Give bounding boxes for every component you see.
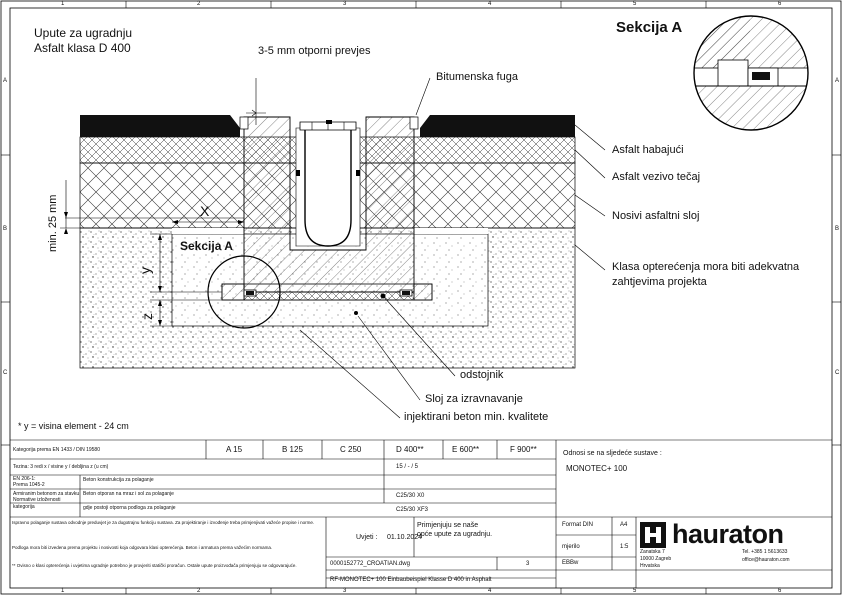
hauraton-logo-mark: [640, 522, 666, 548]
col-label: 4: [488, 588, 492, 594]
title-line-2: Asfalt klasa D 400: [34, 41, 131, 55]
col-label: 6: [778, 588, 782, 594]
drain-liner: [304, 130, 352, 247]
row3b-label: Normative izloženosti: [13, 497, 61, 503]
row2b-label: Prema 1045-2: [13, 482, 45, 488]
row-label: B: [835, 226, 840, 232]
row-label: A: [3, 78, 8, 84]
drawing-number: 0000152772_CROATIAN.dwg: [330, 561, 410, 567]
section-a-label: Sekcija A: [180, 239, 233, 253]
part-title: RF-MONOTEC+ 100 Einbaubeispiel Klasse D …: [330, 577, 492, 583]
general-note-2: opće upute za ugradnju.: [417, 531, 493, 538]
dim-x-label: X: [200, 203, 210, 219]
row3a-label: Armiranim betonom za stavku: [13, 491, 80, 497]
dim-y-label: y: [137, 267, 153, 274]
col-label: 4: [488, 1, 492, 7]
scale-value: 1:5: [620, 544, 629, 550]
state-label: Uvjeti :: [356, 534, 378, 541]
row2-value: C25/30 X0: [396, 493, 425, 499]
surface-asphalt-right: [420, 115, 575, 137]
row-label: C: [3, 370, 8, 376]
callout-binder-asphalt: Asfalt vezivo tečaj: [612, 171, 701, 183]
class-cell: F 900**: [510, 445, 537, 454]
col-label: 5: [633, 588, 637, 594]
callout-load-class-2: zahtjevima projekta: [612, 276, 707, 288]
row3-value: C25/30 XF3: [396, 507, 429, 513]
row2a-label: EN 206-1:: [13, 476, 36, 482]
callout-concrete: injektirani beton min. kvalitete: [404, 411, 549, 423]
phone: Tel. +385 1 5613633: [742, 549, 788, 555]
title-line-1: Upute za ugradnju: [34, 26, 133, 40]
surface-asphalt-left: [80, 115, 240, 137]
overhang-label: 3-5 mm otporni prevjes: [258, 45, 371, 57]
row3c-label: kategorija: [13, 504, 35, 510]
callout-load-class-1: Klasa opterećenja mora biti adekvatna: [612, 261, 800, 273]
row4-desc: gdje postoji otporna podloga za polaganj…: [83, 505, 176, 511]
class-cell: B 125: [282, 445, 303, 454]
class-cell: D 400**: [396, 445, 424, 454]
note-1: Ispravno polaganje sustava odvodnje pred…: [12, 520, 315, 525]
callout-base-asphalt: Nosivi asfaltni sloj: [612, 210, 700, 222]
class-cell: C 250: [340, 445, 362, 454]
class-cell: A 15: [226, 445, 243, 454]
section-a-detail: [693, 15, 809, 131]
refs-title: Odnosi se na sljedeće sustave :: [563, 450, 662, 457]
dim-z-label: z: [139, 313, 155, 320]
footnote: * y = visina element - 24 cm: [18, 421, 129, 431]
revision-index: 3: [526, 561, 530, 567]
address-3: Hrvatska: [640, 563, 660, 569]
col-label: 3: [343, 588, 347, 594]
general-note-1: Primjenjuju se naše: [417, 522, 479, 529]
row-label: A: [835, 78, 840, 84]
row1-label: Tezina: 3 redi x / visine y / debljina z…: [13, 464, 109, 470]
callout-spacer: odstojnik: [460, 369, 504, 381]
col-label: 2: [197, 1, 201, 7]
col-label: 2: [197, 588, 201, 594]
table-header-label: Kategorija prema EN 1433 / DIN 19580: [13, 447, 100, 453]
row-label: C: [835, 370, 840, 376]
row2-desc: Beton konstrukcija za polaganje: [83, 477, 154, 483]
levelling-layer: [243, 291, 415, 301]
class-cell: E 600**: [452, 445, 480, 454]
row-label: B: [3, 226, 8, 232]
row3-desc: Beton otporan na mraz i sol za polaganje: [83, 491, 174, 497]
col-label: 3: [343, 1, 347, 7]
format-label: Format DIN: [562, 522, 594, 528]
row1-value: 15 / - / 5: [396, 464, 419, 470]
min-dimension-label: min. 25 mm: [47, 194, 59, 252]
col-label: 1: [61, 588, 65, 594]
note-3: ** Ovisno o klasi opterećenja i uvjetima…: [12, 563, 297, 568]
drawn-by: EBBw: [562, 560, 579, 566]
callout-surface-asphalt: Asfalt habajući: [612, 144, 684, 156]
bitumen-joint-label: Bitumenska fuga: [436, 71, 518, 83]
callout-levelling: Sloj za izravnavanje: [425, 393, 523, 405]
col-label: 5: [633, 1, 637, 7]
company-logo-text: hauraton: [672, 519, 784, 549]
address-1: Zanatska 7: [640, 549, 665, 555]
address-2: 10000 Zagreb: [640, 556, 672, 562]
col-label: 6: [778, 1, 782, 7]
col-label: 1: [61, 1, 65, 7]
spec-table-grid: [10, 439, 832, 588]
scale-label: mjerilo: [562, 544, 580, 550]
refs-system: MONOTEC+ 100: [566, 464, 628, 473]
note-2: Podloga mora biti izvedena prema projekt…: [12, 545, 273, 550]
date: 01.10.2024: [387, 534, 423, 541]
email: office@hauraton.com: [742, 557, 790, 563]
format-value: A4: [620, 522, 628, 528]
section-title: Sekcija A: [616, 19, 683, 36]
